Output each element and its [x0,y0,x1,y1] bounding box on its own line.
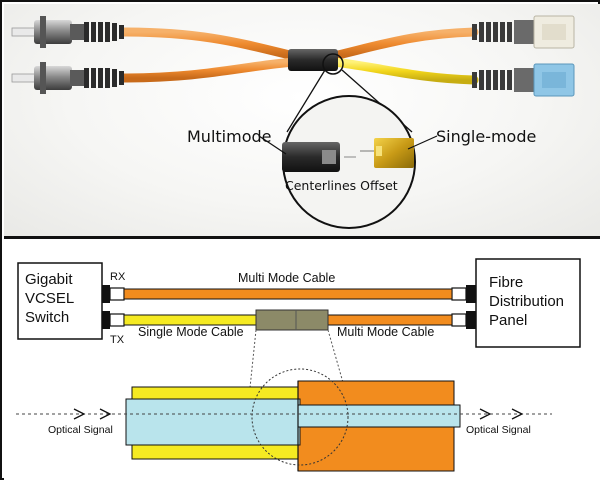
top-illustration: Multimode Single-mode Centerlines Offset [4,4,600,236]
switch-port-tx [102,311,125,329]
signal-arrows-left [73,408,112,420]
optical-signal-label-left: Optical Signal [48,424,113,436]
splice-sleeve [288,49,338,71]
label-singlemode: Single-mode [436,127,536,146]
sc-connector-blue [472,63,575,97]
tx-label: TX [110,334,125,346]
distribution-panel-box [475,258,581,348]
lower-singlemode-cable [123,314,265,326]
rx-label: RX [110,271,126,283]
splice-sleeve-schematic [255,309,329,331]
orange-cable-lower [119,57,299,83]
yellow-cable-right [329,57,479,85]
singlemode-core [125,398,301,446]
multimode-fiber-end [282,142,356,172]
upper-cable-label: Multi Mode Cable [238,271,335,285]
multimode-core [297,404,461,428]
distribution-panel-text: Fibre Distribution Panel [489,274,568,329]
switch-port-rx [102,285,125,303]
signal-arrows-right [479,408,524,420]
switch-box-text: Gigabit VCSEL Switch [25,271,78,326]
detail-marker-circle [322,53,344,75]
leader-line-multimode [258,135,287,155]
bottom-schematic: Gigabit VCSEL Switch Fibre Distribution … [4,239,600,480]
sc-connector-cream [472,15,575,49]
orange-cable-upper [119,27,299,61]
leader-line-singlemode [407,135,438,150]
singlemode-fiber-end [360,138,414,168]
orange-cable-right [329,27,479,61]
st-connector-lower [11,62,124,94]
panel-divider [4,236,600,239]
zoom-line-left [286,69,326,133]
upper-multimode-cable [123,288,453,300]
patch-cord-illustration: Multimode Single-mode Centerlines Offset [11,15,575,229]
lower-multimode-cable-label: Multi Mode Cable [337,325,434,339]
lower-multimode-cable [323,314,453,326]
switch-box [17,262,103,340]
label-multimode: Multimode [187,127,271,146]
st-connector-upper [11,16,124,48]
label-centerlines-offset: Centerlines Offset [285,178,398,193]
zoom-guide-right [327,329,351,408]
cable-schematic: Gigabit VCSEL Switch Fibre Distribution … [16,258,581,472]
junction-zoom-circle [251,368,349,466]
panel-port-upper [451,285,476,303]
optical-signal-label-right: Optical Signal [466,424,531,436]
singlemode-cable-label: Single Mode Cable [138,325,244,339]
panel-port-lower [451,311,476,329]
